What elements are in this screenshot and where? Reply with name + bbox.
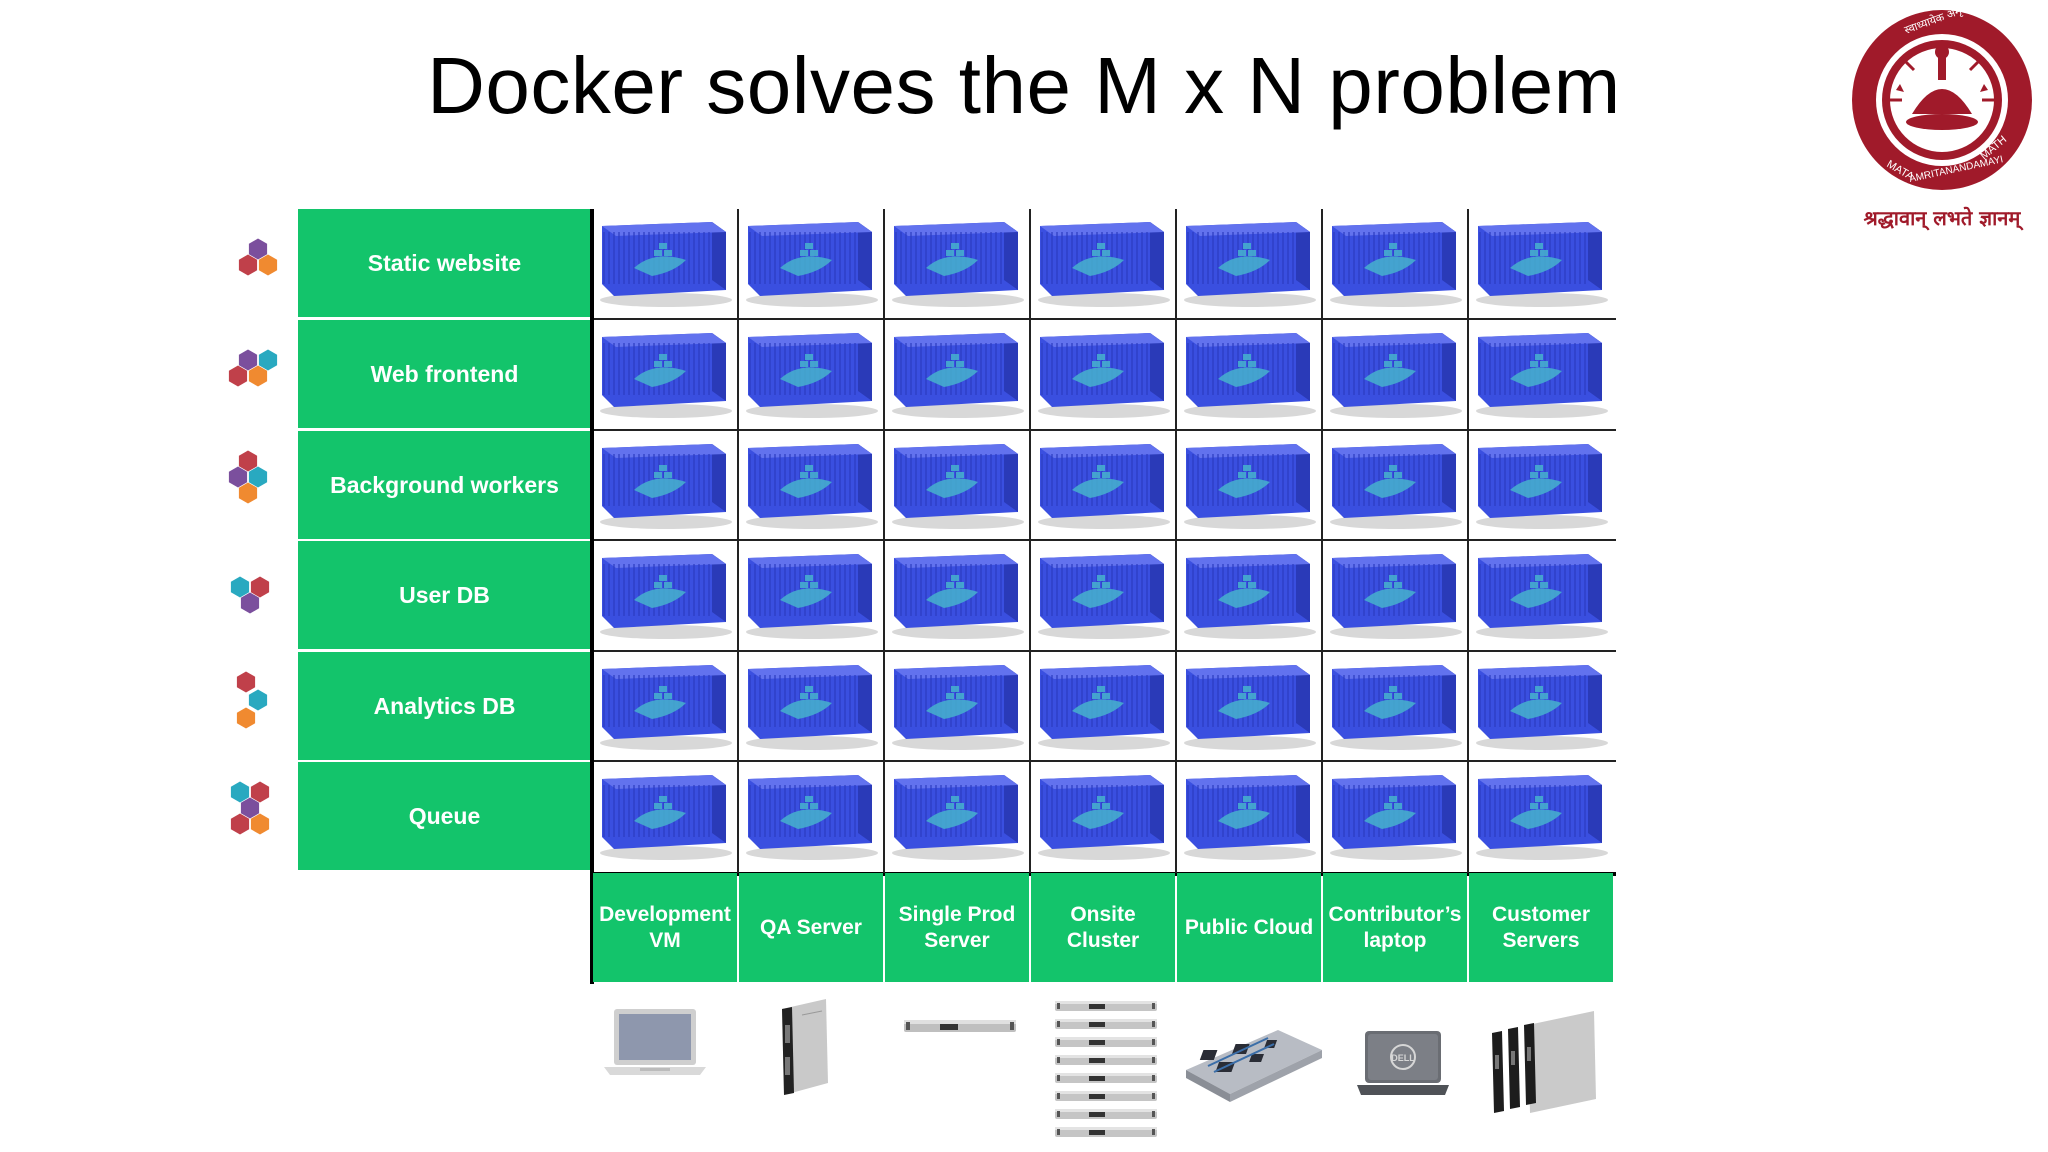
row-label-2: Background workers (298, 431, 591, 539)
docker-container-icon (1032, 432, 1176, 540)
grid-hline (593, 760, 1616, 762)
grid-vline (590, 209, 594, 984)
laptop-icon (600, 1005, 710, 1090)
hexagon-cluster-icon (218, 670, 288, 760)
docker-container-icon (1470, 432, 1614, 540)
column-label-5: Contributor’s laptop (1323, 873, 1467, 982)
docker-container-icon (1324, 210, 1468, 318)
hexagon-cluster-icon (218, 449, 288, 539)
docker-container-icon (594, 763, 738, 871)
docker-container-icon (1324, 653, 1468, 761)
docker-container-icon (886, 763, 1030, 871)
grid-hline (593, 429, 1616, 431)
docker-container-icon (1032, 210, 1176, 318)
column-label-0: Development VM (593, 873, 737, 982)
grid-hline (593, 539, 1616, 541)
row-label-0: Static website (298, 209, 591, 317)
logo-motto: श्रद्धावान् लभते ज्ञानम् (1863, 206, 2021, 230)
row-label-5: Queue (298, 762, 591, 870)
docker-container-icon (594, 432, 738, 540)
docker-container-icon (740, 653, 884, 761)
docker-container-icon (886, 210, 1030, 318)
docker-container-icon (1470, 321, 1614, 429)
docker-container-icon (1178, 210, 1322, 318)
hexagon-cluster-icon (218, 227, 288, 317)
row-label-3: User DB (298, 541, 591, 649)
row-label-1: Web frontend (298, 320, 591, 428)
docker-container-icon (1324, 763, 1468, 871)
docker-container-icon (886, 432, 1030, 540)
docker-container-icon (1470, 653, 1614, 761)
docker-container-icon (1470, 763, 1614, 871)
column-label-3: Onsite Cluster (1031, 873, 1175, 982)
amrita-logo: MATA AMRITANANDAMAYI MATH स्वाध्यायेक अम… (1842, 0, 2042, 234)
docker-container-icon (740, 432, 884, 540)
docker-container-icon (1324, 321, 1468, 429)
docker-container-icon (1032, 321, 1176, 429)
docker-container-icon (1470, 542, 1614, 650)
docker-container-icon (740, 210, 884, 318)
motherboard-icon (1178, 1010, 1328, 1115)
docker-container-icon (594, 542, 738, 650)
column-label-6: Customer Servers (1469, 873, 1613, 982)
docker-container-icon (1178, 321, 1322, 429)
docker-container-icon (1032, 763, 1176, 871)
column-label-2: Single Prod Server (885, 873, 1029, 982)
grid-vline (1321, 209, 1323, 873)
docker-container-icon (1470, 210, 1614, 318)
hexagon-cluster-icon (218, 338, 288, 428)
column-label-1: QA Server (739, 873, 883, 982)
docker-container-icon (740, 542, 884, 650)
docker-container-icon (594, 321, 738, 429)
docker-container-icon (594, 653, 738, 761)
svg-text:DELL: DELL (1391, 1053, 1415, 1063)
docker-container-icon (1178, 432, 1322, 540)
docker-container-icon (886, 321, 1030, 429)
grid-vline (883, 209, 885, 873)
slide-title: Docker solves the M x N problem (427, 41, 1621, 130)
hexagon-cluster-icon (218, 780, 288, 870)
docker-container-icon (1178, 653, 1322, 761)
grid-vline (1029, 209, 1031, 873)
docker-container-icon (1178, 763, 1322, 871)
docker-container-icon (1324, 542, 1468, 650)
column-label-4: Public Cloud (1177, 873, 1321, 982)
dell-laptop-icon: DELL (1353, 1025, 1453, 1110)
docker-container-icon (886, 542, 1030, 650)
grid-vline (737, 209, 739, 873)
docker-container-icon (594, 210, 738, 318)
grid-hline (593, 318, 1616, 320)
row-label-4: Analytics DB (298, 652, 591, 760)
docker-container-icon (740, 321, 884, 429)
docker-container-icon (740, 763, 884, 871)
grid-hline (593, 650, 1616, 652)
blade-server-icon (762, 995, 842, 1110)
hexagon-cluster-icon (218, 559, 288, 649)
docker-container-icon (1032, 542, 1176, 650)
grid-vline (1175, 209, 1177, 873)
rack-server-icon (900, 1012, 1020, 1047)
server-cluster-icon (1051, 997, 1161, 1152)
grid-vline (1467, 209, 1469, 873)
docker-container-icon (1324, 432, 1468, 540)
docker-container-icon (1178, 542, 1322, 650)
docker-container-icon (886, 653, 1030, 761)
blade-servers-icon (1478, 1005, 1608, 1130)
docker-container-icon (1032, 653, 1176, 761)
